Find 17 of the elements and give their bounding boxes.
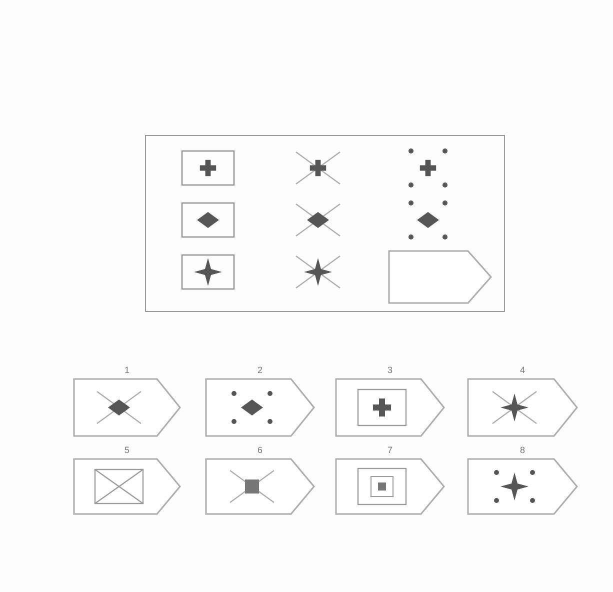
answer-option [73,458,181,515]
answer-option [205,458,315,515]
option-number: 3 [388,365,392,375]
empty-answer-slot [388,250,492,304]
answer-option [335,458,445,515]
answer-option [467,458,578,515]
option-number: 8 [520,445,525,455]
answer-option [205,378,315,437]
option-number: 7 [388,445,392,455]
option-number: 6 [258,445,262,455]
option-number: 5 [124,445,130,455]
answer-option [467,378,578,437]
option-number: 4 [520,365,525,375]
option-number: 2 [258,365,262,375]
answer-option [73,378,181,437]
answer-option [335,378,445,437]
option-number: 1 [124,365,130,375]
